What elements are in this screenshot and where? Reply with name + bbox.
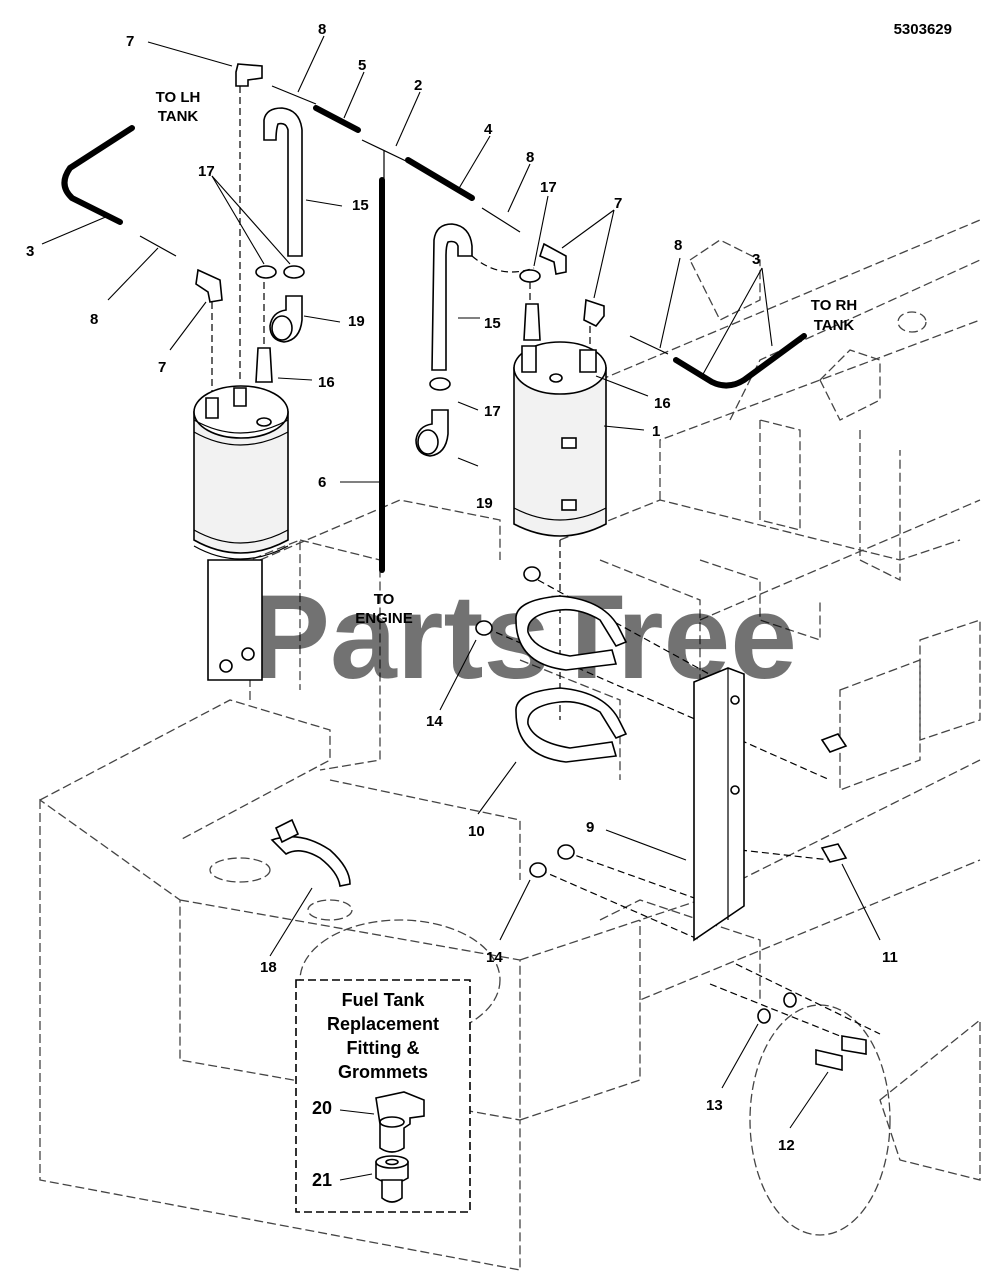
callout-20: 20	[312, 1098, 332, 1118]
callout-14: 14	[486, 949, 503, 966]
alignment-lines	[211, 86, 881, 1045]
callout-9: 9	[586, 819, 594, 836]
callout-3: 3	[752, 251, 760, 268]
callout-8: 8	[318, 21, 326, 38]
label-to-engine-line2: ENGINE	[355, 610, 413, 627]
hose-5	[313, 105, 361, 133]
callout-17: 17	[484, 403, 501, 420]
callout-13: 13	[706, 1097, 723, 1114]
callout-15: 15	[352, 197, 369, 214]
tank-straps-10	[515, 595, 628, 763]
callout-14: 14	[426, 713, 443, 730]
callout-19: 19	[348, 313, 365, 330]
inset-title-line3: Fitting &	[347, 1038, 420, 1058]
chassis-frame	[39, 219, 981, 1271]
callout-10: 10	[468, 823, 485, 840]
callouts: 7 8 5 2 4 8 17 7 3 8 7 17 15 15 19 16 6 …	[26, 21, 898, 1154]
callout-3: 3	[26, 243, 34, 260]
rollover-valves-19	[269, 295, 449, 457]
hardware	[475, 566, 867, 1072]
label-to-rh-tank-line1: TO RH	[811, 297, 857, 314]
hose-clip-18	[270, 818, 351, 887]
callout-17: 17	[540, 179, 557, 196]
callout-2: 2	[414, 77, 422, 94]
callout-6: 6	[318, 474, 326, 491]
callout-16: 16	[654, 395, 671, 412]
inset-title-line2: Replacement	[327, 1014, 439, 1034]
fuel-tank-rh	[513, 341, 607, 537]
hose-3-lh	[61, 125, 135, 225]
vent-hoses-15	[263, 107, 535, 371]
inset-box: Fuel Tank Replacement Fitting & Grommets…	[295, 979, 471, 1213]
callout-8: 8	[526, 149, 534, 166]
callout-17: 17	[198, 163, 215, 180]
callout-16: 16	[318, 374, 335, 391]
inset-title-line1: Fuel Tank	[342, 990, 426, 1010]
connectors-8	[139, 85, 669, 355]
callout-7: 7	[614, 195, 622, 212]
hose-4	[405, 157, 475, 201]
elbow-fittings-7	[195, 63, 605, 328]
hose-3-rh	[673, 333, 807, 389]
callout-15: 15	[484, 315, 501, 332]
callout-8: 8	[674, 237, 682, 254]
label-to-rh-tank-line2: TANK	[814, 317, 855, 334]
callout-11: 11	[882, 949, 898, 966]
callout-21: 21	[312, 1170, 332, 1190]
mounting-bracket-9	[693, 667, 745, 942]
callout-7: 7	[126, 33, 134, 50]
callout-12: 12	[778, 1137, 795, 1154]
fuel-tank-lh	[193, 385, 289, 681]
routing-labels: TO LH TANK TO RH TANK TO ENGINE	[156, 89, 858, 627]
hoses	[61, 105, 807, 573]
label-to-lh-tank-line2: TANK	[158, 108, 199, 125]
callout-7: 7	[158, 359, 166, 376]
callout-4: 4	[484, 121, 493, 138]
callout-18: 18	[260, 959, 277, 976]
callout-8: 8	[90, 311, 98, 328]
label-to-engine-line1: TO	[374, 591, 395, 608]
inset-title-line4: Grommets	[338, 1062, 428, 1082]
leader-lines	[41, 35, 881, 1129]
callout-5: 5	[358, 57, 366, 74]
label-to-lh-tank-line1: TO LH	[156, 89, 201, 106]
callout-1: 1	[652, 423, 660, 440]
diagram-id: 5303629	[894, 21, 952, 38]
clamps-17	[255, 265, 541, 391]
callout-19: 19	[476, 495, 493, 512]
valves-16	[255, 303, 541, 383]
